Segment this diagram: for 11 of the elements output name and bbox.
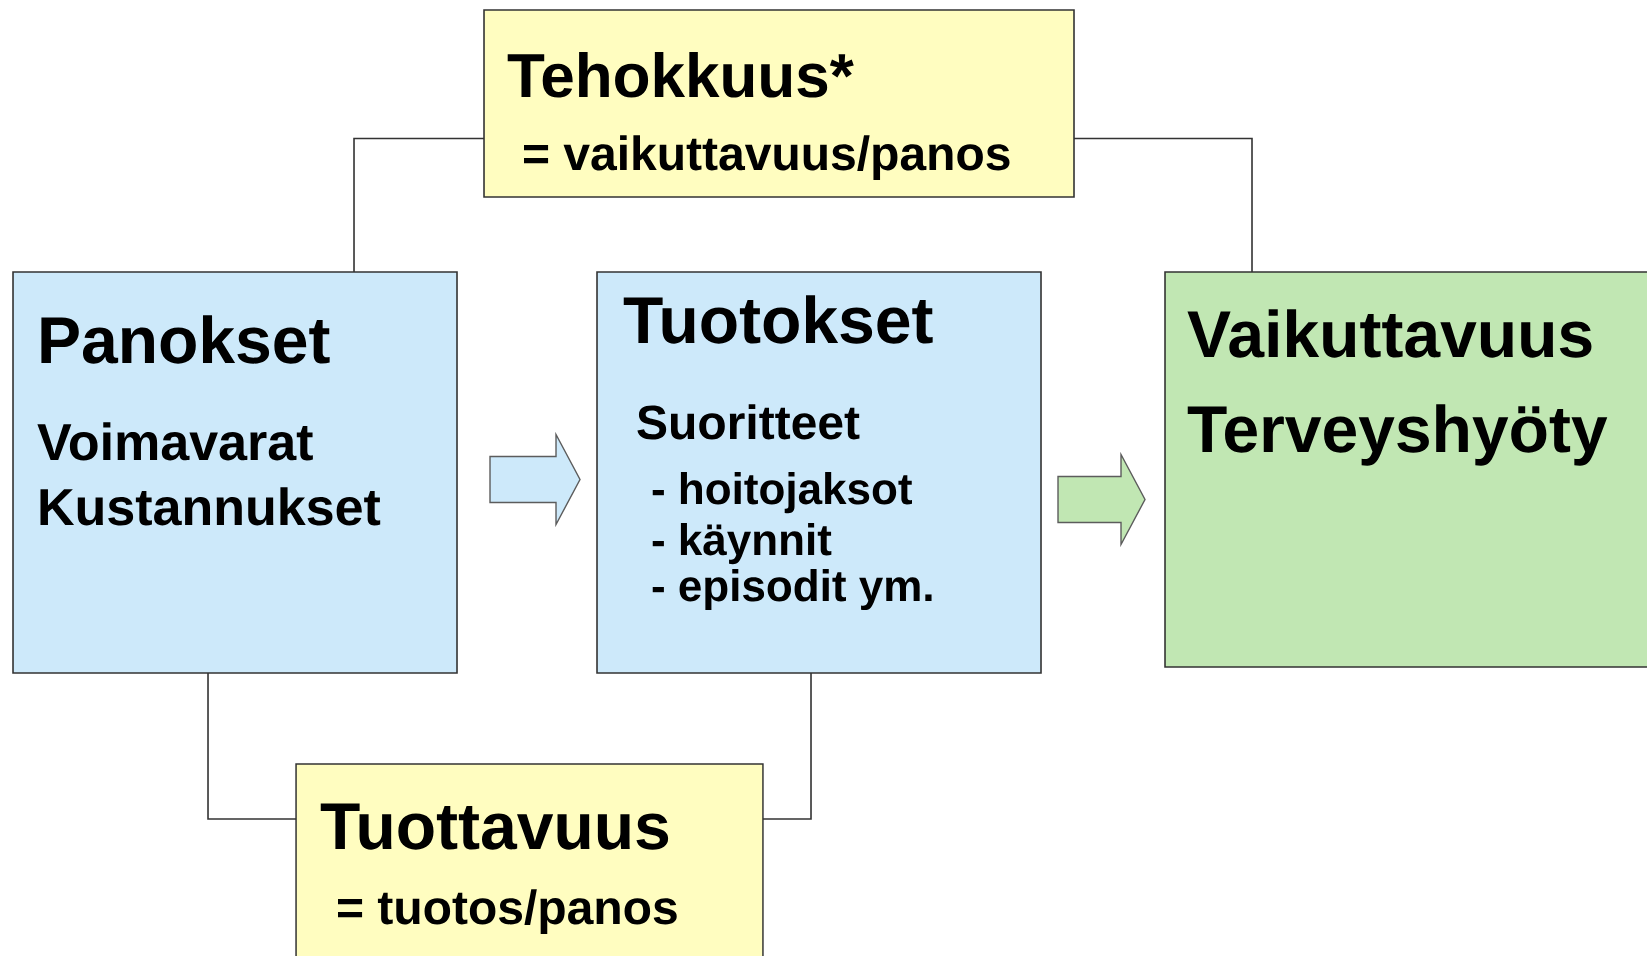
process-box: Vaikuttavuus Terveyshyöty	[1164, 271, 1647, 668]
block-arrow	[489, 431, 581, 528]
connector-line	[1073, 137, 1253, 273]
connector-line	[762, 672, 812, 820]
block-arrow	[1057, 451, 1146, 548]
formula-box: Tuottavuus = tuotos/panos	[295, 763, 764, 956]
process-box: Tuotokset Suoritteet - hoitojaksot - käynnit - episodit ym.	[596, 271, 1042, 674]
process-box: Panokset Voimavarat Kustannukset	[12, 271, 458, 674]
connector-line	[353, 137, 485, 273]
connector-line	[207, 672, 297, 820]
formula-box: Tehokkuus* = vaikuttavuus/panos	[483, 9, 1075, 198]
